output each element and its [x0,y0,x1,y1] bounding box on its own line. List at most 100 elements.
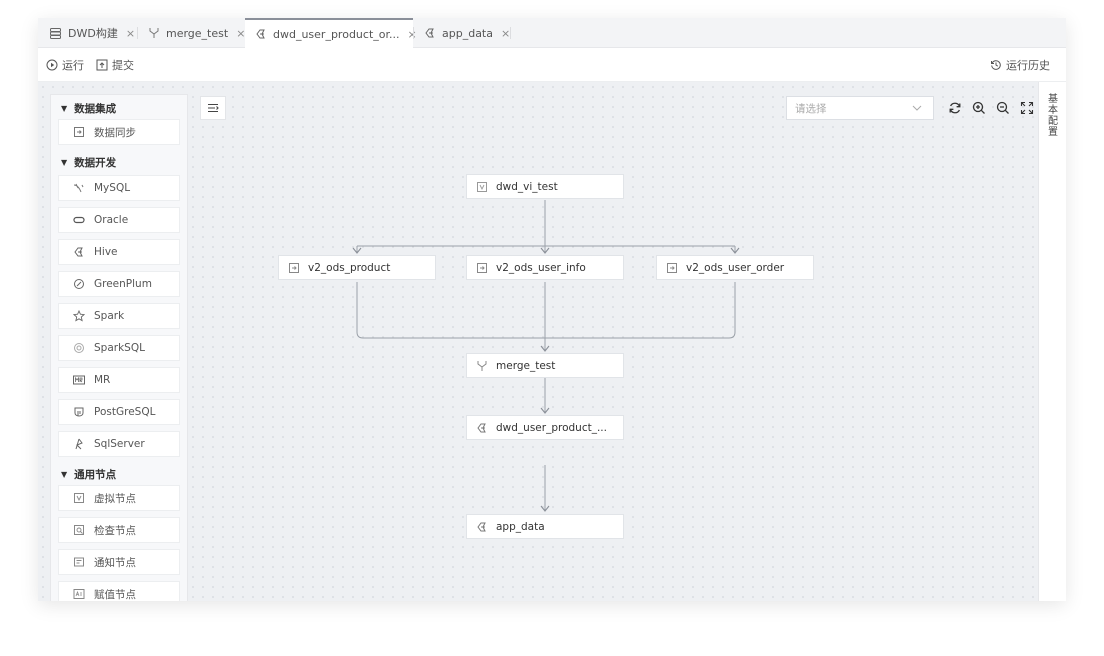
node-label: dwd_vi_test [496,180,558,193]
fit-view-button[interactable] [1016,96,1038,120]
node-label: v2_ods_product [308,261,391,274]
tab-app-data[interactable]: app_data × [414,18,510,48]
palette-item-notify-node[interactable]: 通知节点 [58,549,180,575]
palette-item-mr[interactable]: MR [58,367,180,393]
palette-item-greenplum[interactable]: GreenPlum [58,271,180,297]
group-data-development[interactable]: ▼ 数据开发 [61,156,117,169]
zoom-out-icon [996,101,1009,114]
submit-button[interactable]: 提交 [96,48,134,82]
tab-label: app_data [442,26,493,40]
history-icon [991,60,1001,70]
postgresql-icon [73,406,85,418]
run-button[interactable]: 运行 [46,48,84,82]
sync-icon [73,126,85,138]
play-icon [46,59,58,71]
edge-line [356,246,736,252]
palette-item-assign-node[interactable]: 赋值节点 [58,581,180,601]
database-icon [48,26,62,40]
arrow-head [540,345,550,352]
greenplum-icon [73,278,85,290]
sync-icon [666,262,678,274]
hive-icon [73,246,85,258]
chevron-down-icon [912,105,922,111]
palette-item-data-sync[interactable]: 数据同步 [58,119,180,145]
hive-icon [476,521,488,533]
oracle-icon [73,214,85,226]
edge-line [356,282,736,339]
close-icon[interactable]: × [408,28,417,41]
palette-item-sparksql[interactable]: SparkSQL [58,335,180,361]
close-icon[interactable]: × [236,26,246,40]
dag-node-v2-ods-product[interactable]: v2_ods_product [278,255,436,280]
arrow-head [540,505,550,512]
dag-edges [352,200,740,512]
dag-node-v2-ods-user-info[interactable]: v2_ods_user_info [466,255,624,280]
arrow-head [352,247,362,254]
sparksql-icon [73,342,85,354]
tab-label: merge_test [166,26,229,40]
sqlserver-icon [73,438,85,450]
tab-label: dwd_user_product_or... [273,27,400,41]
tab-dwd-build[interactable]: DWD构建 × [38,18,137,48]
node-label: v2_ods_user_info [496,261,586,274]
node-label: dwd_user_product_... [496,421,607,434]
select-placeholder: 请选择 [795,102,827,115]
palette-item-oracle[interactable]: Oracle [58,207,180,233]
hive-icon [424,26,436,40]
submit-label: 提交 [112,59,134,72]
run-label: 运行 [62,59,84,72]
zoom-out-button[interactable] [992,96,1014,120]
palette-item-mysql[interactable]: MySQL [58,175,180,201]
tab-dwd-user-product[interactable]: dwd_user_product_or... × [245,18,417,48]
basic-config-label: 基本配置 [1048,94,1058,138]
palette-item-postgresql[interactable]: PostGreSQL [58,399,180,425]
refresh-button[interactable] [944,96,966,120]
caret-down-icon: ▼ [61,157,68,167]
node-select[interactable]: 请选择 [786,96,934,120]
caret-down-icon: ▼ [61,469,68,479]
palette-item-virtual-node[interactable]: 虚拟节点 [58,485,180,511]
dag-node-v2-ods-user-order[interactable]: v2_ods_user_order [656,255,814,280]
collapse-icon [208,103,219,113]
node-label: app_data [496,520,545,533]
mr-icon [73,374,85,386]
dag-canvas[interactable]: ▼ 数据集成 数据同步 ▼ 数据开发 MySQL Oracle Hive [38,82,1038,601]
run-history-button[interactable]: 运行历史 [990,48,1050,82]
arrow-head [540,247,550,254]
zoom-in-icon [972,101,985,114]
virtual-node-icon [476,181,488,193]
app-window: DWD构建 × merge_test × dwd_user_product_or… [38,18,1066,601]
palette-item-spark[interactable]: Spark [58,303,180,329]
merge-icon [148,26,160,40]
close-icon[interactable]: × [500,26,511,40]
mysql-icon [73,182,85,194]
collapse-panel-button[interactable] [200,96,226,120]
tab-merge-test[interactable]: merge_test × [138,18,246,48]
toolbar: 运行 提交 运行历史 [38,48,1066,82]
spark-icon [73,310,85,322]
tab-label: DWD构建 [68,27,118,40]
node-label: merge_test [496,359,556,372]
group-common-nodes[interactable]: ▼ 通用节点 [61,468,117,481]
group-data-integration[interactable]: ▼ 数据集成 [61,102,117,115]
zoom-in-button[interactable] [968,96,990,120]
upload-icon [96,59,108,71]
palette-item-sqlserver[interactable]: SqlServer [58,431,180,457]
palette-item-hive[interactable]: Hive [58,239,180,265]
hive-icon [476,422,488,434]
refresh-icon [949,102,961,114]
dag-node-dwd-user-product[interactable]: dwd_user_product_... [466,415,624,440]
fullscreen-icon [1020,101,1034,115]
tab-bar: DWD构建 × merge_test × dwd_user_product_or… [38,18,1066,48]
sync-icon [288,262,300,274]
dag-node-app-data[interactable]: app_data [466,514,624,539]
assign-node-icon [73,588,85,600]
dag-node-dwd-vi-test[interactable]: dwd_vi_test [466,174,624,199]
tab-divider [137,27,138,39]
close-icon[interactable]: × [125,26,136,40]
tab-divider [413,27,414,39]
tab-divider [510,27,511,39]
dag-node-merge-test[interactable]: merge_test [466,353,624,378]
palette-item-check-node[interactable]: 检查节点 [58,517,180,543]
basic-config-panel[interactable]: 基本配置 [1038,82,1066,601]
